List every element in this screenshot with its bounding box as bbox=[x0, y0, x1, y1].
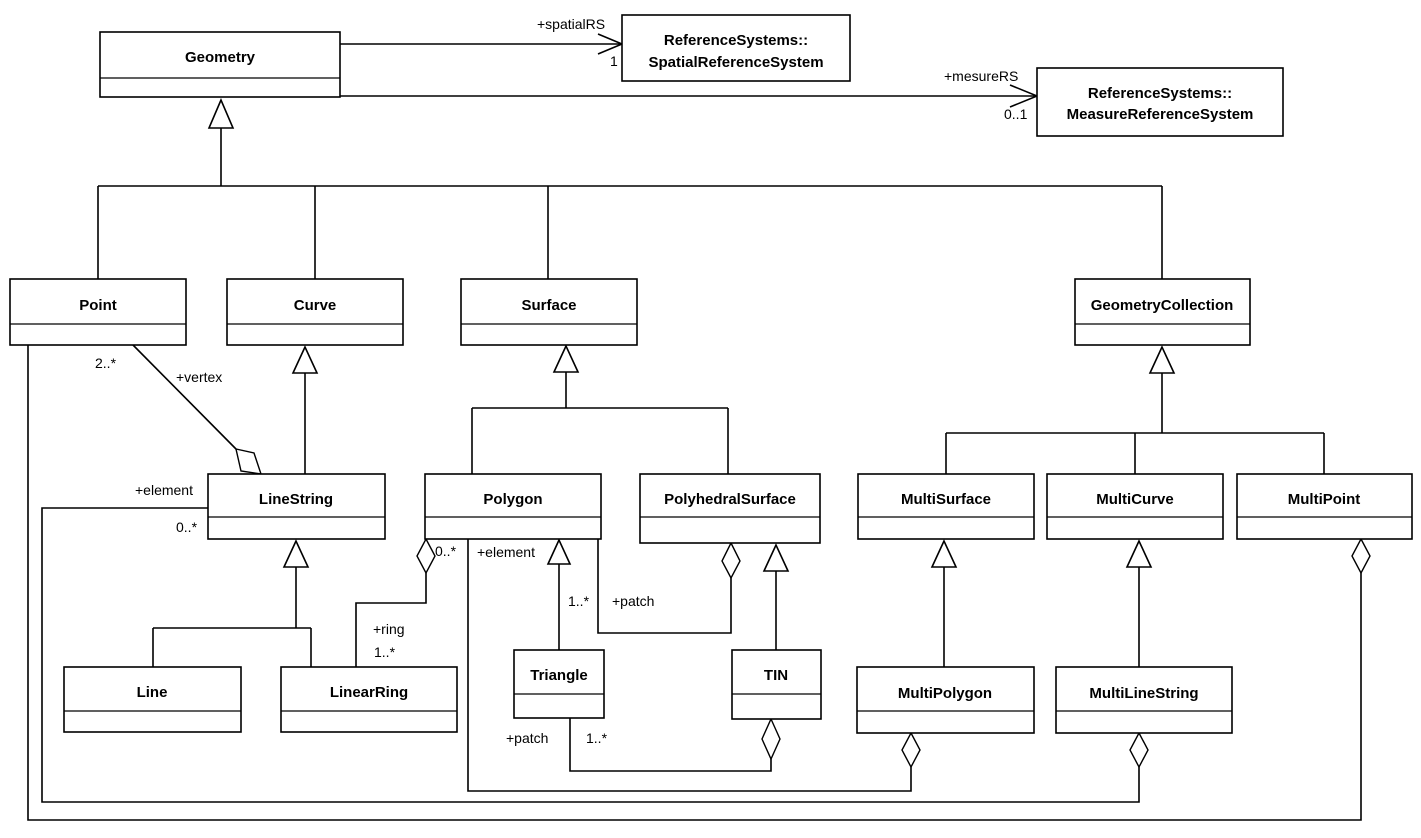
class-name: LineString bbox=[259, 491, 333, 508]
assoc-mpoint-element bbox=[27, 345, 1362, 821]
class-triangle[interactable]: Triangle bbox=[513, 649, 605, 719]
aggregation-diamonds bbox=[235, 448, 1371, 769]
assoc-phs-patch bbox=[597, 539, 732, 634]
class-curve[interactable]: Curve bbox=[226, 278, 404, 346]
role-element-polygon: +element bbox=[477, 544, 535, 560]
class-name: LinearRing bbox=[330, 684, 408, 701]
class-geometry[interactable]: Geometry bbox=[99, 31, 341, 98]
assoc-tin-patch bbox=[569, 718, 772, 772]
class-geometry-collection[interactable]: GeometryCollection bbox=[1074, 278, 1251, 346]
mult-patch-tin: 1..* bbox=[586, 730, 608, 746]
gen-head-polygon bbox=[546, 538, 572, 565]
generalization-heads bbox=[207, 97, 1176, 572]
gen-head-linestring bbox=[282, 539, 310, 568]
class-name: Triangle bbox=[530, 667, 588, 684]
role-spatial-rs: +spatialRS bbox=[537, 16, 605, 32]
class-measure-reference-system[interactable]: ReferenceSystems:: MeasureReferenceSyste… bbox=[1036, 67, 1284, 137]
mult-spatial-rs: 1 bbox=[610, 53, 618, 69]
gen-head-mcurve bbox=[1125, 539, 1153, 568]
class-name: TIN bbox=[764, 667, 788, 684]
agg-diamond-phs bbox=[721, 541, 741, 580]
class-name: Line bbox=[137, 684, 168, 701]
agg-diamond-polygon bbox=[416, 537, 436, 575]
gen-head-phs bbox=[762, 543, 790, 572]
assoc-mlinestring-element bbox=[41, 507, 1140, 803]
class-line[interactable]: Line bbox=[63, 666, 242, 733]
mult-ring-polygon: 0..* bbox=[435, 543, 457, 559]
gen-head-collection bbox=[1148, 345, 1176, 374]
class-multi-line-string[interactable]: MultiLineString bbox=[1055, 666, 1233, 734]
mult-patch-phs: 1..* bbox=[568, 593, 590, 609]
role-patch-tin: +patch bbox=[506, 730, 548, 746]
class-name: Geometry bbox=[185, 49, 256, 66]
agg-diamond-mpolygon bbox=[901, 731, 921, 769]
role-vertex: +vertex bbox=[176, 369, 222, 385]
class-multi-polygon[interactable]: MultiPolygon bbox=[856, 666, 1035, 734]
agg-diamond-tin bbox=[761, 717, 781, 761]
class-name: MultiCurve bbox=[1096, 491, 1174, 508]
assoc-vertex bbox=[132, 344, 237, 450]
agg-diamond-linestring bbox=[235, 448, 263, 475]
class-multi-point[interactable]: MultiPoint bbox=[1236, 473, 1413, 540]
class-surface[interactable]: Surface bbox=[460, 278, 638, 346]
class-name-line1: ReferenceSystems:: bbox=[1088, 85, 1232, 102]
class-name: MultiPolygon bbox=[898, 685, 992, 702]
class-linear-ring[interactable]: LinearRing bbox=[280, 666, 458, 733]
class-point[interactable]: Point bbox=[9, 278, 187, 346]
gen-head-curve bbox=[291, 345, 319, 374]
mult-vertex: 2..* bbox=[95, 355, 117, 371]
assoc-mpolygon-element bbox=[467, 539, 912, 792]
class-name-line2: MeasureReferenceSystem bbox=[1067, 106, 1254, 123]
mult-ring: 1..* bbox=[374, 644, 396, 660]
class-name: Polygon bbox=[483, 491, 542, 508]
class-name: Curve bbox=[294, 297, 337, 314]
assoc-ring bbox=[355, 573, 427, 667]
mult-measure-rs: 0..1 bbox=[1004, 106, 1028, 122]
class-name-line1: ReferenceSystems:: bbox=[664, 32, 808, 49]
class-name: PolyhedralSurface bbox=[664, 491, 796, 508]
class-name: MultiPoint bbox=[1288, 491, 1360, 508]
gen-head-geometry bbox=[207, 97, 235, 129]
role-measure-rs: +mesureRS bbox=[944, 68, 1018, 84]
class-multi-curve[interactable]: MultiCurve bbox=[1046, 473, 1224, 540]
mult-element-linestring: 0..* bbox=[176, 519, 198, 535]
role-ring: +ring bbox=[373, 621, 405, 637]
class-multi-surface[interactable]: MultiSurface bbox=[857, 473, 1035, 540]
class-line-string[interactable]: LineString bbox=[207, 473, 386, 540]
role-element-linestring: +element bbox=[135, 482, 193, 498]
edges bbox=[27, 33, 1362, 821]
association-labels: +spatialRS 1 +mesureRS 0..1 2..* +vertex… bbox=[95, 16, 1028, 746]
role-patch-phs: +patch bbox=[612, 593, 654, 609]
class-name: Point bbox=[79, 297, 117, 314]
class-name: Surface bbox=[521, 297, 576, 314]
agg-diamond-mpoint bbox=[1351, 537, 1371, 575]
class-name: GeometryCollection bbox=[1091, 297, 1234, 314]
agg-diamond-mlinestring bbox=[1129, 731, 1149, 769]
class-name-line2: SpatialReferenceSystem bbox=[648, 54, 823, 71]
gen-head-msurface bbox=[930, 539, 958, 568]
class-spatial-reference-system[interactable]: ReferenceSystems:: SpatialReferenceSyste… bbox=[621, 14, 851, 82]
gen-head-surface bbox=[552, 344, 580, 373]
class-tin[interactable]: TIN bbox=[731, 649, 822, 720]
class-polygon[interactable]: Polygon bbox=[424, 473, 602, 540]
class-polyhedral-surface[interactable]: PolyhedralSurface bbox=[639, 473, 821, 544]
class-name: MultiLineString bbox=[1089, 685, 1198, 702]
class-name: MultiSurface bbox=[901, 491, 991, 508]
